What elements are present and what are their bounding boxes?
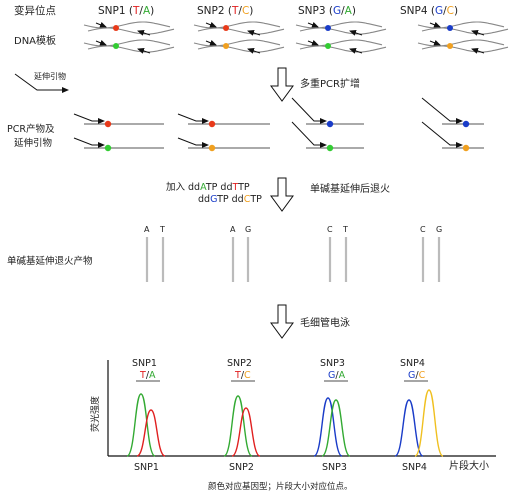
peak-4-b (414, 389, 444, 457)
label-add-ddntp-2: ddGTP ddCTP (198, 194, 262, 205)
step-arrow-pcr (270, 67, 294, 102)
base-label: C (327, 225, 333, 234)
label-single-base-extension: 单碱基延伸后退火 (310, 182, 390, 195)
label-variant-site: 变异位点 (14, 4, 56, 17)
peak-snp-label-3: SNP3 (320, 358, 345, 369)
base-label: A (144, 225, 150, 234)
snp-dot (326, 144, 334, 152)
snp-header-1: SNP1 (T/A) (98, 5, 154, 17)
primer-legend-icon (14, 73, 69, 93)
label-dna-template: DNA模板 (14, 34, 56, 47)
snp-dot (325, 43, 331, 49)
snp-dot (223, 25, 229, 31)
label-pcr-products-2: 延伸引物 (14, 137, 53, 149)
peak-allele-label-4: G/C (408, 370, 426, 381)
pcr-product-3 (291, 97, 364, 152)
peak-3-b (321, 399, 351, 457)
dna-template-3 (295, 21, 387, 54)
snp-header-2: SNP2 (T/C) (197, 5, 253, 17)
peak-snp-label-4: SNP4 (400, 358, 425, 369)
base-label: T (342, 225, 348, 234)
snp-dot (223, 43, 229, 49)
snp-dot (104, 144, 112, 152)
dna-template-4 (417, 21, 509, 54)
snp-dot (208, 144, 216, 152)
peak-allele-label-1: T/A (139, 370, 156, 381)
label-multiplex-pcr: 多重PCR扩增 (300, 77, 360, 90)
snp-dot (325, 25, 331, 31)
snp-dot (326, 120, 334, 128)
peak-1-a (126, 393, 156, 457)
base-label: A (230, 225, 236, 234)
snp-dot (113, 25, 119, 31)
peak-allele-label-2: T/C (234, 370, 251, 381)
x-tick-label-4: SNP4 (402, 462, 427, 473)
snp-dot (462, 120, 470, 128)
peak-2-b (231, 407, 261, 457)
base-label: G (436, 225, 442, 234)
peak-allele-label-3: G/A (328, 370, 346, 381)
x-tick-label-3: SNP3 (322, 462, 347, 473)
snp-header-3: SNP3 (G/A) (298, 5, 356, 17)
pcr-product-4 (421, 97, 484, 152)
peak-4-a (394, 399, 424, 457)
x-axis-label: 片段大小 (449, 459, 489, 472)
y-axis-label: 荧光强度 (89, 396, 101, 432)
base-label: G (245, 225, 251, 234)
caption: 颜色对应基因型；片段大小对应位点。 (208, 481, 353, 492)
label-pcr-products-1: PCR产物及 (7, 123, 55, 135)
label-extension-products: 单碱基延伸退火产物 (7, 255, 93, 267)
peak-1-b (136, 409, 166, 457)
label-primer: 延伸引物 (34, 71, 66, 81)
step-arrow-extension (270, 177, 294, 212)
snp-dot (447, 43, 453, 49)
snp-dot (462, 144, 470, 152)
snp-dot (447, 25, 453, 31)
snp-dot (208, 120, 216, 128)
step-arrow-capillary (270, 304, 294, 339)
peak-3-a (313, 397, 343, 457)
snp-dot (113, 43, 119, 49)
snp-header-4: SNP4 (G/C) (400, 5, 458, 17)
pcr-product-2 (177, 113, 270, 152)
peak-snp-label-2: SNP2 (227, 358, 252, 369)
peak-snp-label-1: SNP1 (132, 358, 157, 369)
dna-template-1 (83, 21, 175, 54)
x-tick-label-2: SNP2 (229, 462, 254, 473)
label-capillary: 毛细管电泳 (300, 316, 350, 329)
base-label: C (420, 225, 426, 234)
dna-template-2 (193, 21, 285, 54)
base-label: T (159, 225, 165, 234)
peak-2-a (223, 395, 253, 457)
x-tick-label-1: SNP1 (134, 462, 159, 473)
label-add-ddntp: 加入 ddATP ddTTP (166, 182, 250, 193)
snp-dot (104, 120, 112, 128)
pcr-product-1 (73, 113, 164, 152)
